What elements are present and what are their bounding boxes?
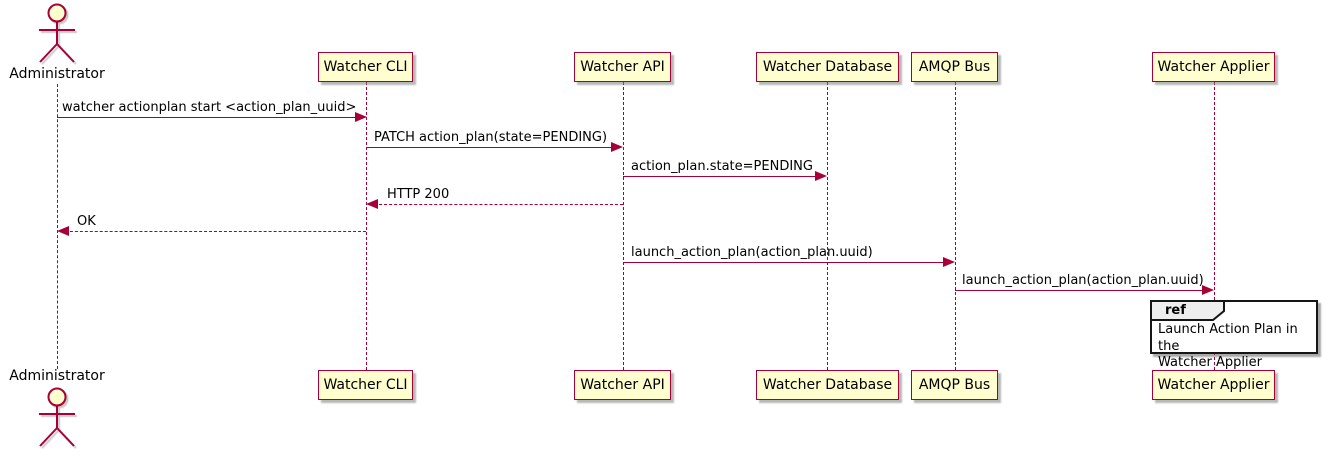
message-line [57, 117, 357, 118]
message-label: action_plan.state=PENDING [631, 159, 813, 174]
ref-fragment: ref Launch Action Plan in the Watcher Ap… [1150, 300, 1318, 370]
participant-box-watcher-cli-bottom: Watcher CLI [318, 370, 413, 400]
participant-box-watcher-cli-top: Watcher CLI [318, 52, 413, 82]
message-line [623, 176, 818, 177]
ref-tab-icon [1150, 300, 1225, 321]
participant-label: Watcher Applier [1157, 377, 1270, 393]
lifeline-watcher-database [827, 82, 828, 370]
message-label: launch_action_plan(action_plan.uuid) [631, 245, 873, 260]
actor-label-bottom: Administrator [9, 368, 105, 384]
message-line [955, 290, 1205, 291]
participant-box-watcher-database-top: Watcher Database [756, 52, 899, 82]
participant-label: AMQP Bus [918, 59, 991, 75]
message-line [366, 147, 614, 148]
message-label: PATCH action_plan(state=PENDING) [374, 130, 608, 145]
message-line-dashed [60, 231, 366, 232]
lifeline-amqp-bus [955, 82, 956, 370]
participant-label: Watcher API [580, 59, 665, 75]
message-label: OK [77, 214, 96, 229]
arrowhead-right-icon [611, 142, 623, 152]
participant-label: AMQP Bus [918, 377, 991, 393]
lifeline-watcher-cli [366, 82, 367, 370]
participant-label: Watcher CLI [323, 377, 408, 393]
arrowhead-right-icon [815, 171, 827, 181]
arrowhead-right-icon [355, 112, 367, 122]
participant-label: Watcher Database [762, 377, 893, 393]
participant-box-watcher-database-bottom: Watcher Database [756, 370, 899, 400]
participant-box-amqp-bus-bottom: AMQP Bus [911, 370, 998, 400]
arrowhead-left-icon [57, 226, 69, 236]
participant-box-amqp-bus-top: AMQP Bus [911, 52, 998, 82]
actor-figure-icon [39, 3, 75, 63]
participant-box-watcher-api-bottom: Watcher API [574, 370, 671, 400]
message-line-dashed [369, 204, 623, 205]
participant-label: Watcher Applier [1157, 59, 1270, 75]
participant-box-watcher-applier-bottom: Watcher Applier [1152, 370, 1275, 400]
actor-label-top: Administrator [9, 66, 105, 82]
arrowhead-right-icon [1202, 285, 1214, 295]
message-line [623, 262, 946, 263]
arrowhead-left-icon [366, 199, 378, 209]
ref-keyword-label: ref [1165, 303, 1186, 318]
participant-label: Watcher CLI [323, 59, 408, 75]
participant-box-watcher-applier-top: Watcher Applier [1152, 52, 1275, 82]
participant-box-watcher-api-top: Watcher API [574, 52, 671, 82]
message-label: launch_action_plan(action_plan.uuid) [962, 273, 1204, 288]
lifeline-watcher-api [623, 82, 624, 370]
ref-body-text: Launch Action Plan in the Watcher Applie… [1158, 322, 1298, 370]
message-label: HTTP 200 [387, 187, 450, 202]
message-label: watcher actionplan start <action_plan_uu… [62, 100, 357, 115]
participant-label: Watcher API [580, 377, 665, 393]
lifeline-watcher-applier [1214, 82, 1215, 370]
arrowhead-right-icon [943, 257, 955, 267]
participant-label: Watcher Database [762, 59, 893, 75]
actor-figure-icon [39, 387, 75, 447]
